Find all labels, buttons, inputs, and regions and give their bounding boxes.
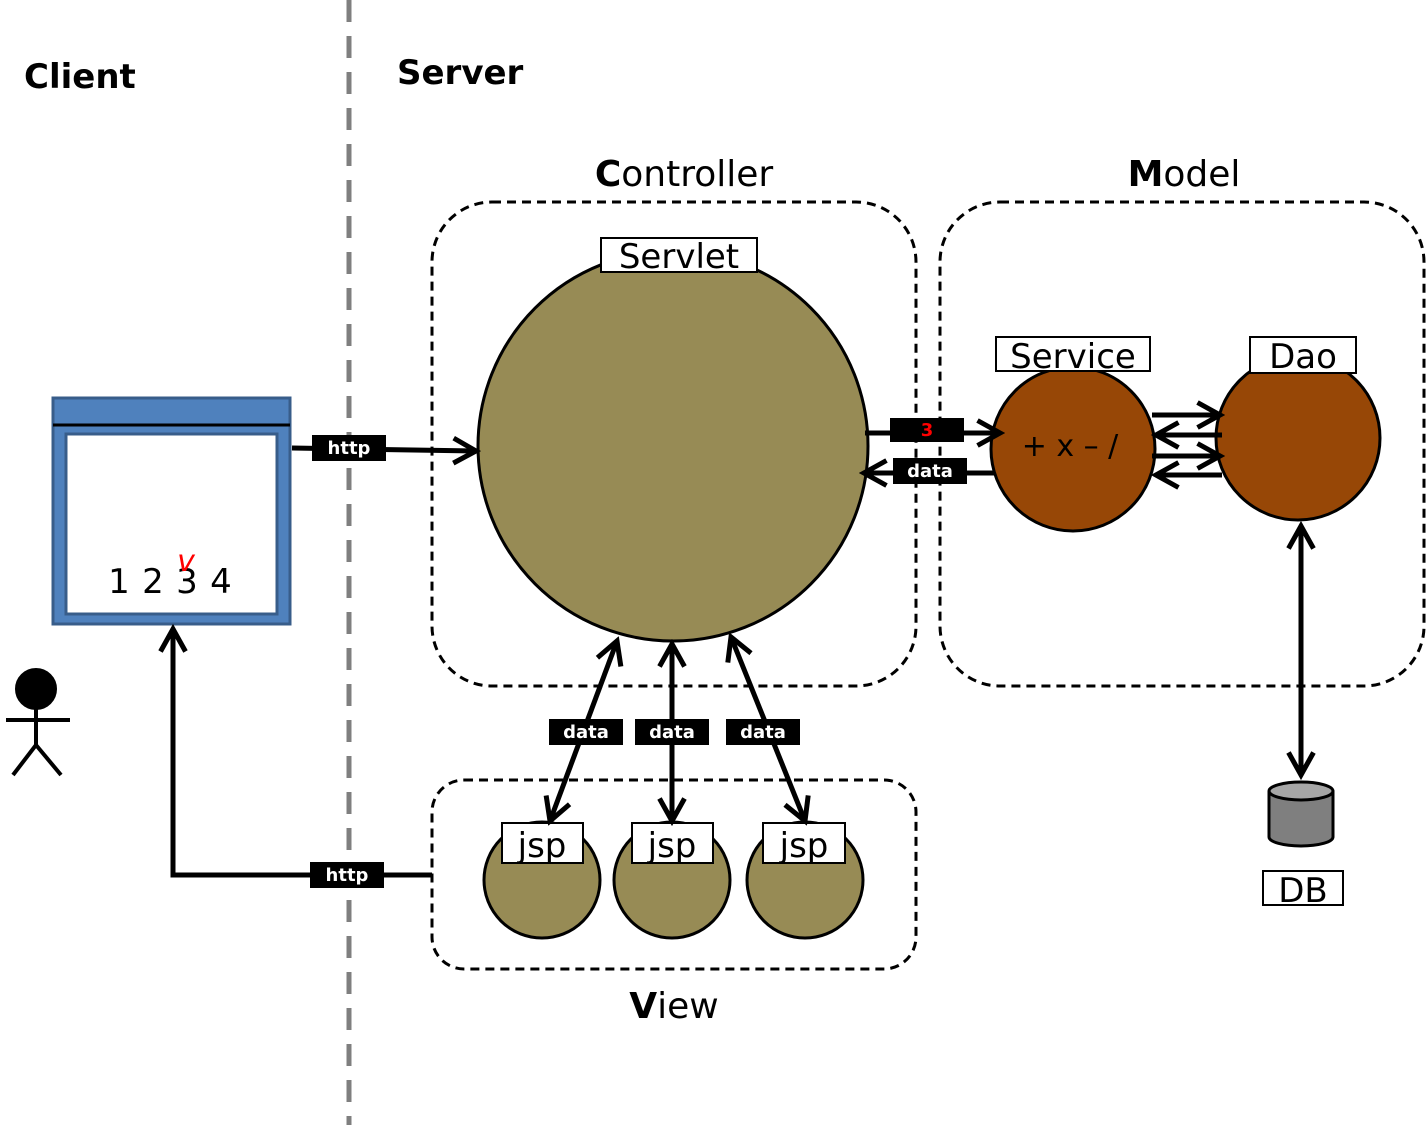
view-data-tag: data <box>549 719 623 745</box>
svg-text:data: data <box>563 722 609 743</box>
to-service-tag: 3 <box>890 418 964 442</box>
dao-node <box>1214 354 1382 522</box>
service-dao-arrows <box>1152 415 1222 475</box>
controller-group-title: Controller <box>595 154 774 195</box>
client-section-title: Client <box>24 57 136 97</box>
svg-text:data: data <box>649 722 695 743</box>
db-label: DB <box>1278 871 1328 911</box>
selected-check-mark: v <box>177 544 196 579</box>
page-numbers: 1 2 3 4 <box>108 562 232 602</box>
jsp-label: jsp <box>647 826 697 866</box>
svg-text:http: http <box>328 438 371 459</box>
service-operations: + x – / <box>1022 429 1119 464</box>
jsp-label-box <box>631 822 714 864</box>
http-request-tag: http <box>312 435 386 461</box>
page-number[interactable]: 4 <box>210 562 232 602</box>
servlet-label-box <box>600 237 758 273</box>
page-number[interactable]: 1 <box>108 562 130 602</box>
page-number[interactable]: 3 <box>176 562 198 602</box>
server-section-title: Server <box>397 53 524 93</box>
model-container <box>938 200 1426 688</box>
view-group-title: View <box>629 986 718 1027</box>
user-figure-icon <box>6 668 70 777</box>
jsp-label: jsp <box>517 826 567 866</box>
jsp-label-box <box>501 822 584 864</box>
dao-label: Dao <box>1269 337 1337 377</box>
servlet-node <box>476 249 870 643</box>
svg-text:data: data <box>907 461 953 482</box>
svg-text:3: 3 <box>921 420 934 441</box>
database-icon <box>1267 780 1335 848</box>
dao-label-box <box>1249 336 1357 374</box>
view-data-tag: data <box>635 719 709 745</box>
jsp-label: jsp <box>779 826 829 866</box>
db-label-box <box>1262 870 1344 906</box>
browser-window: 1 2 3 4 v <box>51 396 292 626</box>
http-response-tag: http <box>310 862 384 888</box>
model-group-title: Model <box>1128 154 1241 195</box>
page-number[interactable]: 2 <box>142 562 164 602</box>
service-label-box <box>995 336 1151 372</box>
from-service-tag: data <box>893 458 967 484</box>
svg-text:http: http <box>326 865 369 886</box>
http-response-arrow <box>173 629 432 878</box>
view-data-tag: data <box>726 719 800 745</box>
service-label: Service <box>1010 337 1136 377</box>
servlet-label: Servlet <box>619 237 739 277</box>
svg-text:data: data <box>740 722 786 743</box>
